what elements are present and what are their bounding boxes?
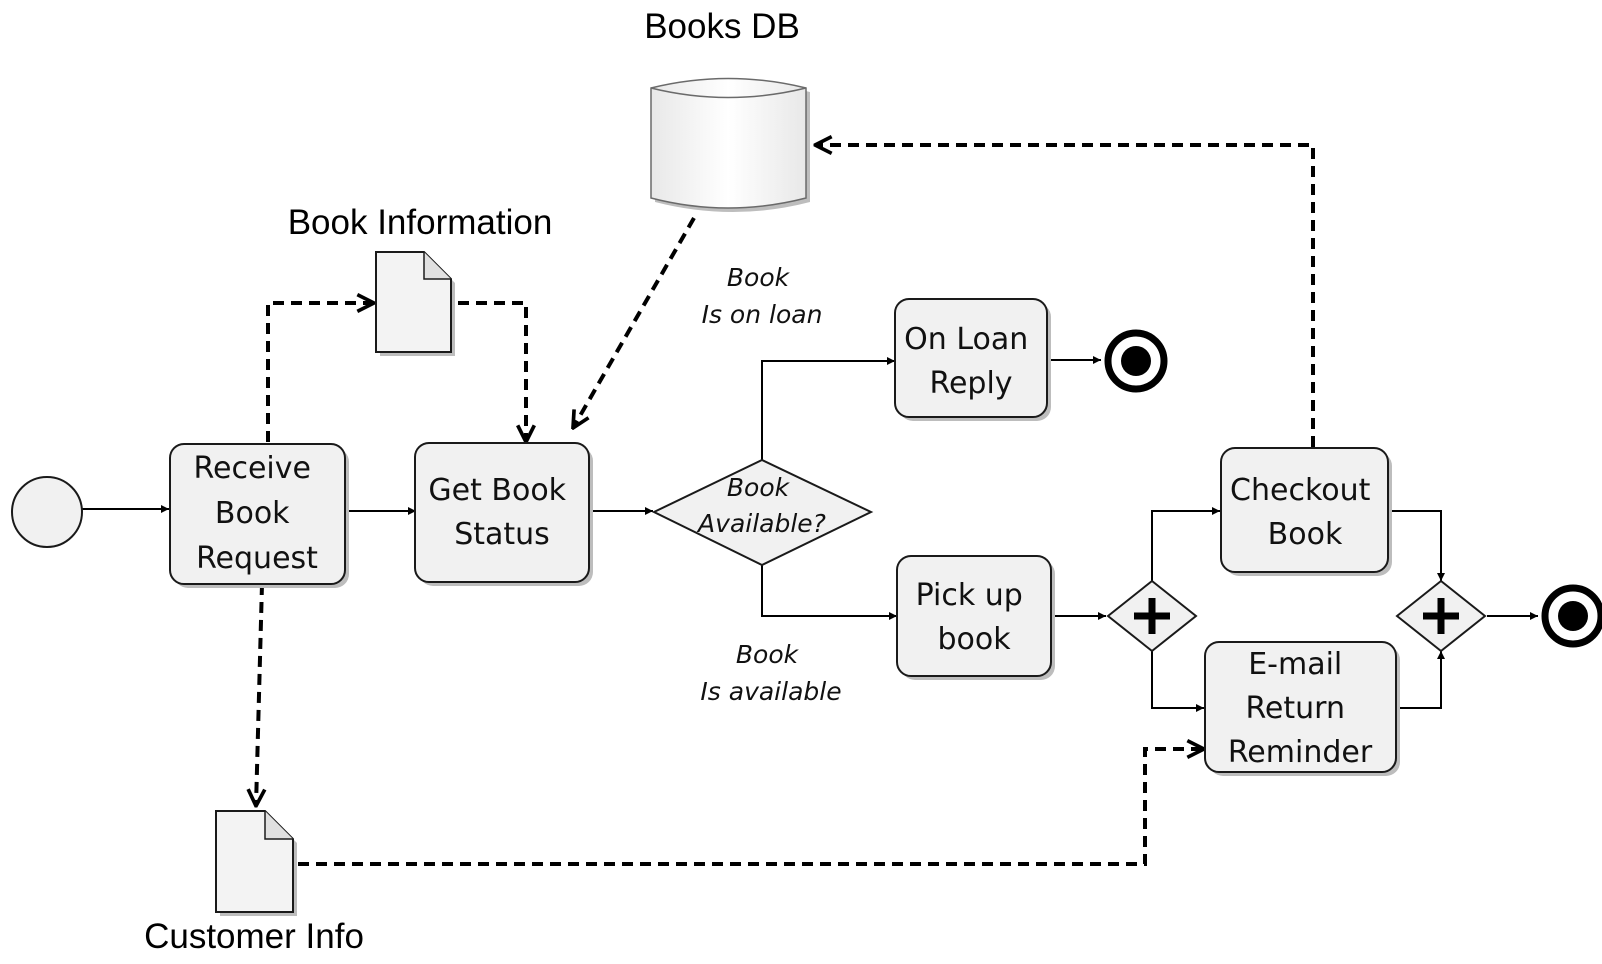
assoc-customerinfo-to-email [298,749,1204,866]
flow-label-line: Is available [700,677,841,706]
parallel-split-gateway [1106,579,1198,653]
assoc-receive-to-bookinfo [266,303,374,442]
end-event-inner-dot [1558,601,1588,631]
customer-info-document-icon [215,810,294,913]
data-store-books-db: Books DB [644,7,810,212]
flow-decision-to-onloan [761,357,895,460]
books-db-rim [650,87,807,99]
task-box [1204,641,1397,773]
task-label-line: Request [196,541,318,576]
task-label: Receive Book Request [194,451,321,576]
task-box [896,555,1052,677]
flow-email-to-join [1398,651,1445,709]
task-label: Checkout Book [1230,473,1380,552]
task-label: On Loan Reply [904,322,1038,401]
customer-info-label: Customer Info [144,917,364,956]
flow-split-to-checkout [1151,507,1220,581]
end-event-on-loan [1104,329,1168,393]
parallel-join-gateway [1395,579,1487,653]
task-label-line: Reminder [1228,735,1373,770]
decision-gateway: Book Available? [651,458,874,567]
assoc-bookinfo-to-status [458,301,526,442]
decision-diamond [651,458,874,567]
customer-info-fold [264,811,293,840]
task-label-line: Book [1268,517,1343,552]
task-email-return-reminder: E-mail Return Reminder [1204,641,1400,776]
end-event-inner-dot [1121,346,1151,376]
task-on-loan-reply: On Loan Reply [894,298,1051,421]
plus-icon [1423,598,1459,634]
plus-icon [1134,598,1170,634]
task-pick-up-book: Pick up book [896,555,1055,680]
task-receive-book-request: Receive Book Request [169,443,349,588]
task-label-line: Receive [194,451,311,486]
flow-label-on-loan: Book Is on loan [702,263,823,329]
decision-label-line: Available? [696,509,826,538]
book-information-label: Book Information [288,203,553,242]
flow-label-line: Book [727,263,791,292]
task-label: Get Book Status [428,473,575,552]
task-box [169,443,346,585]
start-event-circle [11,476,83,548]
flow-label-line: Book [736,640,800,669]
task-label: Pick up book [916,578,1033,657]
book-information-fold [423,252,451,280]
flow-decision-to-pickup [761,565,897,620]
task-label-line: Get Book [428,473,566,508]
decision-label-line: Book [727,473,791,502]
assoc-receive-to-customerinfo [256,583,262,806]
task-label-line: Status [454,517,550,552]
sequence-flows [82,356,1538,712]
task-label: E-mail Return Reminder [1228,647,1373,770]
data-object-customer-info: Customer Info [144,810,364,956]
task-label-line: Checkout [1230,473,1371,508]
task-label-line: Reply [929,366,1012,401]
assoc-checkout-to-booksdb [815,145,1315,447]
assoc-booksdb-to-status [573,217,696,428]
task-label-line: Pick up [916,578,1023,613]
books-db-label: Books DB [644,7,800,46]
task-box [414,442,590,583]
start-event [11,476,83,548]
flow-label-available: Book Is available [700,640,841,706]
task-label-line: E-mail [1248,647,1342,682]
flow-split-to-email [1151,651,1204,712]
task-label-line: book [937,622,1011,657]
data-object-book-information: Book Information [288,203,553,356]
task-label-line: Return [1245,691,1345,726]
books-db-cylinder [650,77,807,209]
task-label-line: On Loan [904,322,1028,357]
task-get-book-status: Get Book Status [414,442,593,586]
task-label-line: Book [215,496,290,531]
task-box [894,298,1048,418]
end-event-final [1541,584,1602,648]
book-information-document-icon [375,251,452,353]
flow-label-line: Is on loan [702,300,823,329]
task-box [1220,447,1389,573]
data-associations [256,145,1315,866]
task-checkout-book: Checkout Book [1220,447,1392,576]
decision-label: Book Available? [696,473,826,538]
flow-checkout-to-join [1390,510,1445,581]
